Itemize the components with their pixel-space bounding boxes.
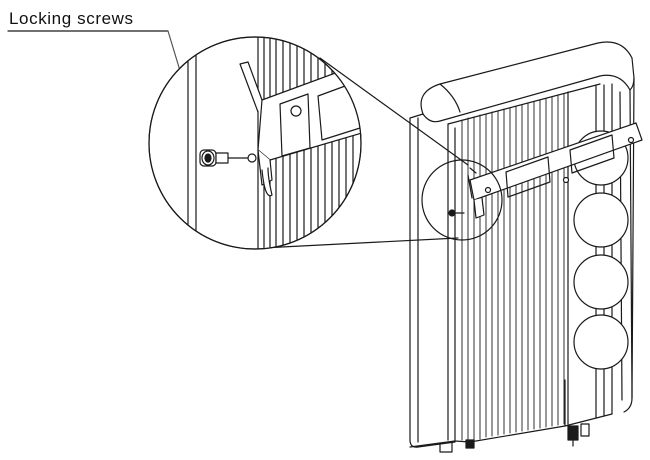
bottom-connectors [439,423,590,453]
fan-covers [573,130,629,370]
locking-screw-zoomed [199,149,257,167]
locking-screw-small [448,209,465,217]
locking-screws-label: Locking screws [9,9,134,28]
magnified-detail [148,36,362,250]
inverter-unit [409,41,635,453]
heat-sink-fins [461,93,565,441]
mounting-bracket [467,122,643,219]
detail-connector-lines [261,57,469,249]
detail-marker-circle [421,159,503,241]
